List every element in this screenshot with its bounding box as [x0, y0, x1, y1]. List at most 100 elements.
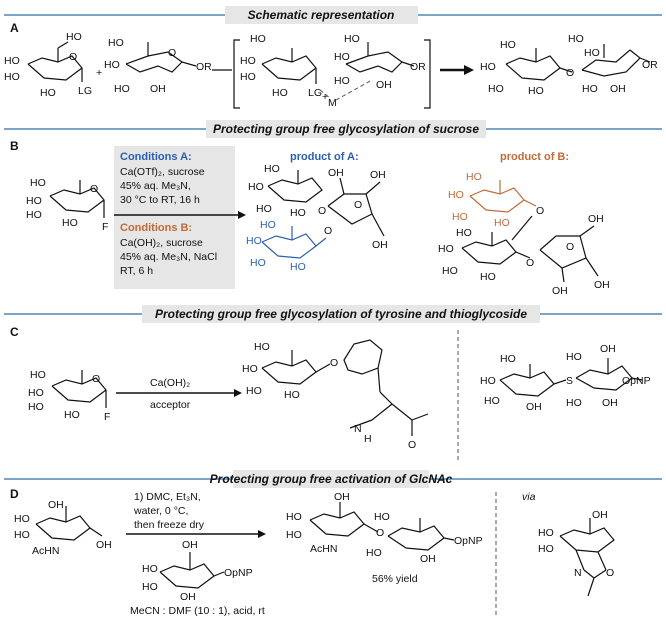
pa-fru-ring-o: O — [354, 199, 362, 211]
pb-fru-ring-o: O — [566, 241, 574, 253]
prod2-oh2: OH — [610, 83, 626, 95]
via-label: via — [522, 491, 536, 503]
ad-ho4: HO — [142, 563, 158, 575]
product-b-label: product of B: — [500, 151, 569, 163]
ts-ho6: HO — [250, 33, 266, 45]
pb-ho3: HO — [442, 265, 458, 277]
pa-blue-ho2: HO — [290, 261, 306, 273]
donor-sugar: HO HO HO HO O LG — [4, 31, 92, 99]
cond-a-title: Conditions A: — [120, 151, 192, 163]
gn-oh1: OH — [96, 539, 112, 551]
acceptor-oh2: OH — [150, 83, 166, 95]
cond-a-line2: 45% aq. Me₃N, — [120, 180, 191, 192]
pa-fru-oh1: OH — [328, 167, 344, 179]
ox-ho3: HO — [538, 543, 554, 555]
pa-fru-o: O — [324, 225, 332, 237]
cf-ring-o: O — [92, 373, 100, 385]
pb-ho6: HO — [456, 227, 472, 239]
gp-ho3: HO — [286, 529, 302, 541]
pa-ho6: HO — [264, 163, 280, 175]
donor-ho4: HO — [4, 55, 20, 67]
section-a-header-bg — [225, 6, 418, 24]
gp2-ho3: HO — [366, 547, 382, 559]
pb-fru-oh3: OH — [588, 213, 604, 225]
cf-ho3: HO — [28, 401, 44, 413]
acceptor-ring-o: O — [168, 47, 176, 59]
gp-achn: AcHN — [310, 543, 337, 555]
ts-bracket-left — [233, 39, 240, 109]
arrow-b-head — [238, 211, 246, 219]
section-d: Protecting group free activation of GlcN… — [4, 470, 662, 617]
th-ho3: HO — [484, 395, 500, 407]
oxazoline: OH HO HO N O — [538, 509, 615, 597]
pb-or-ho6: HO — [466, 171, 482, 183]
ts-ho4: HO — [240, 55, 256, 67]
cond-b-line2: 45% aq. Me₃N, NaCl — [120, 251, 217, 263]
pa-ho3: HO — [256, 203, 272, 215]
prod-link-o: O — [566, 67, 574, 79]
arrow-c-head — [234, 389, 242, 397]
pa-ho2: HO — [290, 207, 306, 219]
gp2-opnp: OpNP — [454, 535, 483, 547]
cond-d-line1: 1) DMC, Et₃N, — [134, 491, 201, 503]
gp2-oh2: OH — [420, 553, 436, 565]
product-a-label: product of A: — [290, 151, 359, 163]
donor-ho2: HO — [40, 87, 56, 99]
section-c-letter: C — [10, 325, 19, 339]
ty-carbonyl-o: O — [408, 439, 416, 451]
ts-plus: + — [322, 91, 328, 103]
ox-ho4: HO — [538, 527, 554, 539]
donor-ho6: HO — [66, 31, 82, 43]
section-b-title: Protecting group free glycosylation of s… — [213, 122, 479, 136]
pb-or-ho2: HO — [494, 217, 510, 229]
glcnac-product: OH HO HO AcHN O HO HO OH OpNP — [286, 491, 483, 565]
ts-complex: HO HO HO HO LG + M HO HO HO OH OR — [240, 33, 426, 109]
pb-ho4: HO — [438, 243, 454, 255]
bf-f: F — [102, 221, 108, 233]
ty-ho4: HO — [242, 363, 258, 375]
pb-or-ho3: HO — [452, 211, 468, 223]
cond-d-bottom: MeCN : DMF (10 : 1), acid, rt — [130, 605, 265, 617]
ad-ho3: HO — [142, 581, 158, 593]
section-d-title: Protecting group free activation of GlcN… — [210, 472, 453, 486]
glcnac: OH HO HO AcHN OH — [14, 499, 112, 557]
cond-a-line3: 30 °C to RT, 16 h — [120, 194, 200, 206]
donor-lg: LG — [78, 85, 92, 97]
acceptor-sugar: HO HO HO OH O OR — [104, 37, 212, 95]
prod2-ho6: HO — [568, 33, 584, 45]
pb-fru-oh6: OH — [594, 279, 610, 291]
gn-achn: AcHN — [32, 545, 59, 557]
ts-acc-oh2: OH — [376, 79, 392, 91]
ty-nh-n: N — [354, 423, 362, 435]
acceptor-ho3: HO — [114, 83, 130, 95]
tyrosine-glycoside: HO HO HO HO O N H O — [242, 339, 429, 451]
th-ho4: HO — [480, 375, 496, 387]
prod-ho2: HO — [528, 85, 544, 97]
acceptor-or: OR — [196, 61, 212, 73]
gp-oh6: OH — [334, 491, 350, 503]
section-b-letter: B — [10, 139, 19, 153]
cond-d-line3: then freeze dry — [134, 519, 205, 531]
ox-n: N — [574, 567, 582, 579]
section-d-header-bg — [233, 470, 429, 488]
ox-o: O — [606, 567, 614, 579]
section-c: Protecting group free glycosylation of t… — [4, 305, 662, 462]
pb-fru-oh4: OH — [552, 285, 568, 297]
pb-or-ho4: HO — [448, 189, 464, 201]
ty-nh-h: H — [364, 433, 372, 445]
acceptor-glycoside-d: OH HO HO OH OpNP — [142, 539, 253, 603]
section-b-header-bg — [206, 120, 486, 138]
ad-opnp: OpNP — [224, 567, 253, 579]
section-b: Protecting group free glycosylation of s… — [4, 120, 662, 297]
gp-ho4: HO — [286, 511, 302, 523]
acceptor-ho4: HO — [104, 59, 120, 71]
pa-blue-ho4: HO — [246, 235, 262, 247]
ts-ho2: HO — [272, 87, 288, 99]
arrow-a-head — [464, 65, 474, 75]
conditions-box — [114, 146, 235, 289]
th-s: S — [566, 375, 573, 387]
ts-bracket-right — [424, 39, 431, 109]
th2-ho3: HO — [566, 397, 582, 409]
ty-ho2: HO — [284, 389, 300, 401]
